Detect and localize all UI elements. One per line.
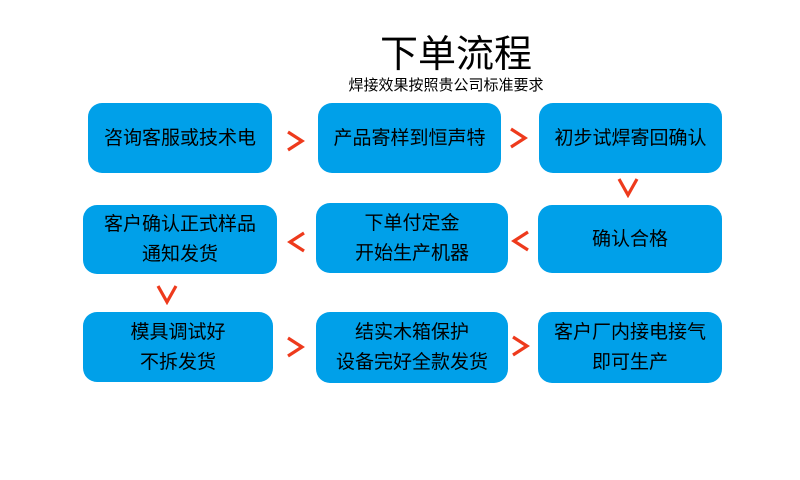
step-label: 不拆发货 (139, 351, 216, 373)
flow-step-crate-ship: 结实木箱保护 设备完好全款发货 (316, 312, 508, 383)
step-label: 下单付定金 (364, 212, 460, 234)
flow-step-send-sample: 产品寄样到恒声特 (318, 103, 501, 173)
flow-step-mold-debugged: 模具调试好 不拆发货 (83, 312, 273, 382)
page-subtitle: 焊接效果按照贵公司标准要求 (348, 77, 544, 94)
arrow-right-icon (512, 335, 530, 357)
arrow-down-icon (617, 178, 639, 198)
arrow-right-icon (287, 336, 305, 358)
step-label: 确认合格 (591, 228, 668, 250)
flow-step-order-deposit: 下单付定金 开始生产机器 (316, 203, 508, 273)
step-label: 开始生产机器 (354, 242, 469, 264)
flow-step-customer-production: 客户厂内接电接气 即可生产 (538, 312, 722, 383)
step-label: 结实木箱保护 (354, 322, 469, 343)
step-label: 咨询客服或技术电 (103, 127, 256, 149)
step-label: 模具调试好 (130, 321, 226, 343)
arrow-left-icon (511, 230, 529, 252)
arrow-down-icon (156, 285, 178, 305)
step-label: 客户厂内接电接气 (553, 322, 706, 343)
arrow-right-icon (510, 127, 528, 149)
flow-step-confirm-qualified: 确认合格 (538, 205, 722, 273)
arrow-right-icon (287, 130, 305, 152)
step-label: 通知发货 (141, 244, 218, 265)
step-label: 客户确认正式样品 (103, 214, 256, 235)
flow-step-consult-service: 咨询客服或技术电 (88, 103, 272, 173)
page-title: 下单流程 (379, 34, 533, 76)
arrow-left-icon (287, 231, 305, 253)
flow-step-trial-weld: 初步试焊寄回确认 (539, 103, 722, 173)
flow-step-confirm-sample-ship: 客户确认正式样品 通知发货 (83, 205, 277, 274)
step-label: 初步试焊寄回确认 (554, 127, 707, 149)
step-label: 设备完好全款发货 (335, 352, 488, 373)
step-label: 即可生产 (591, 352, 668, 373)
step-label: 产品寄样到恒声特 (333, 127, 486, 149)
